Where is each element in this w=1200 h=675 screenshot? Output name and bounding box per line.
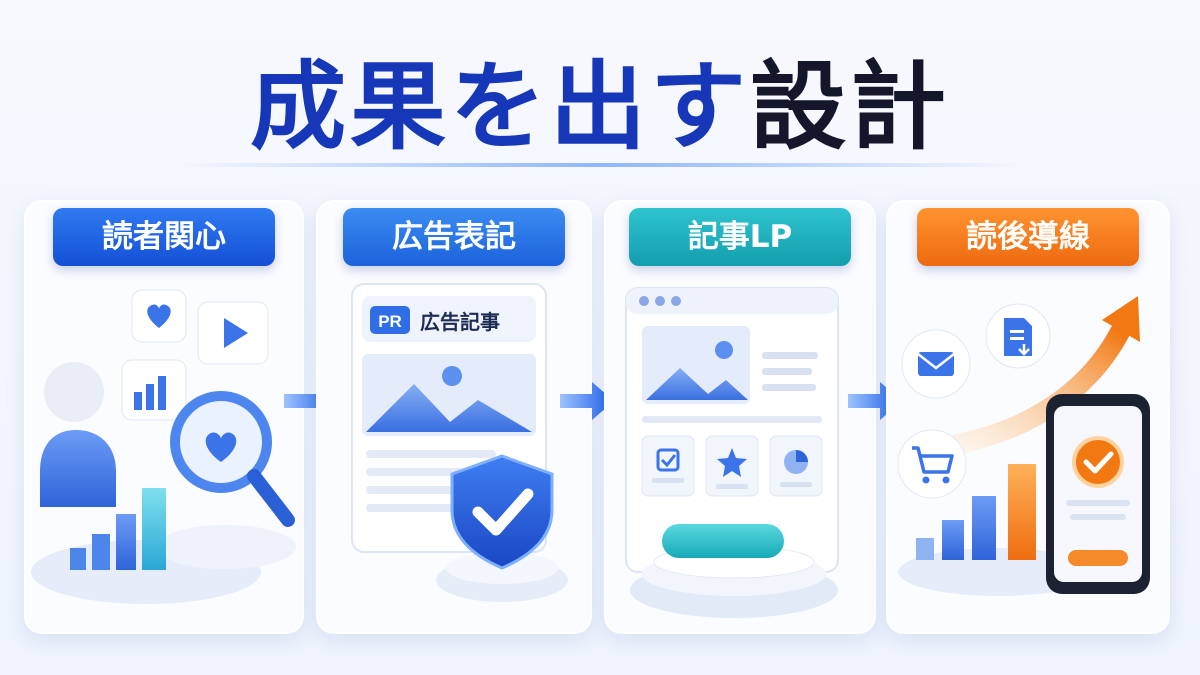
step-panel-ad-disclosure: 広告表記 PR 広告記事 bbox=[316, 200, 592, 634]
post-read-path-illustration bbox=[897, 296, 1150, 596]
star-card-icon bbox=[705, 435, 759, 497]
browser-window-icon bbox=[625, 287, 839, 573]
step-label: 広告表記 bbox=[343, 208, 565, 266]
bar-chart-icon bbox=[70, 488, 166, 570]
ad-disclosure-illustration bbox=[351, 283, 568, 602]
step-panel-reader-interest: 読者関心 bbox=[24, 200, 304, 634]
article-lp-illustration bbox=[625, 287, 839, 618]
ad-article-label: 広告記事 bbox=[420, 310, 500, 334]
person-icon bbox=[40, 362, 116, 507]
title-part-2: 設計 bbox=[750, 51, 950, 163]
step-label: 読者関心 bbox=[53, 208, 275, 266]
play-bubble-icon bbox=[197, 301, 269, 365]
landscape-image-icon bbox=[366, 366, 532, 432]
page-title: 成果を出す設計 bbox=[0, 52, 1200, 162]
cta-button-icon bbox=[662, 524, 784, 558]
shield-check-icon bbox=[450, 454, 554, 570]
pie-card-icon bbox=[769, 435, 823, 497]
heart-bubble-icon bbox=[131, 289, 187, 343]
bar-chart-icon bbox=[916, 464, 1036, 560]
title-underline bbox=[180, 163, 1020, 167]
smartphone-check-icon bbox=[1046, 394, 1150, 594]
step-panel-article-lp: 記事LP bbox=[604, 200, 876, 634]
step-panel-post-read-path: 読後導線 bbox=[886, 200, 1170, 634]
cart-icon bbox=[897, 429, 967, 499]
reader-interest-illustration bbox=[31, 289, 296, 604]
document-download-icon bbox=[985, 303, 1051, 369]
mail-icon bbox=[901, 329, 971, 399]
pr-badge: PR bbox=[378, 312, 402, 331]
flow-arrow-icon bbox=[560, 382, 614, 420]
step-label: 読後導線 bbox=[917, 208, 1139, 266]
step-label: 記事LP bbox=[629, 208, 851, 266]
checkbox-card-icon bbox=[641, 435, 695, 497]
bar-chart-bubble-icon bbox=[121, 359, 187, 421]
landscape-image-icon bbox=[646, 341, 748, 400]
magnifier-heart-icon bbox=[170, 391, 295, 527]
title-part-1: 成果を出す bbox=[250, 51, 750, 163]
